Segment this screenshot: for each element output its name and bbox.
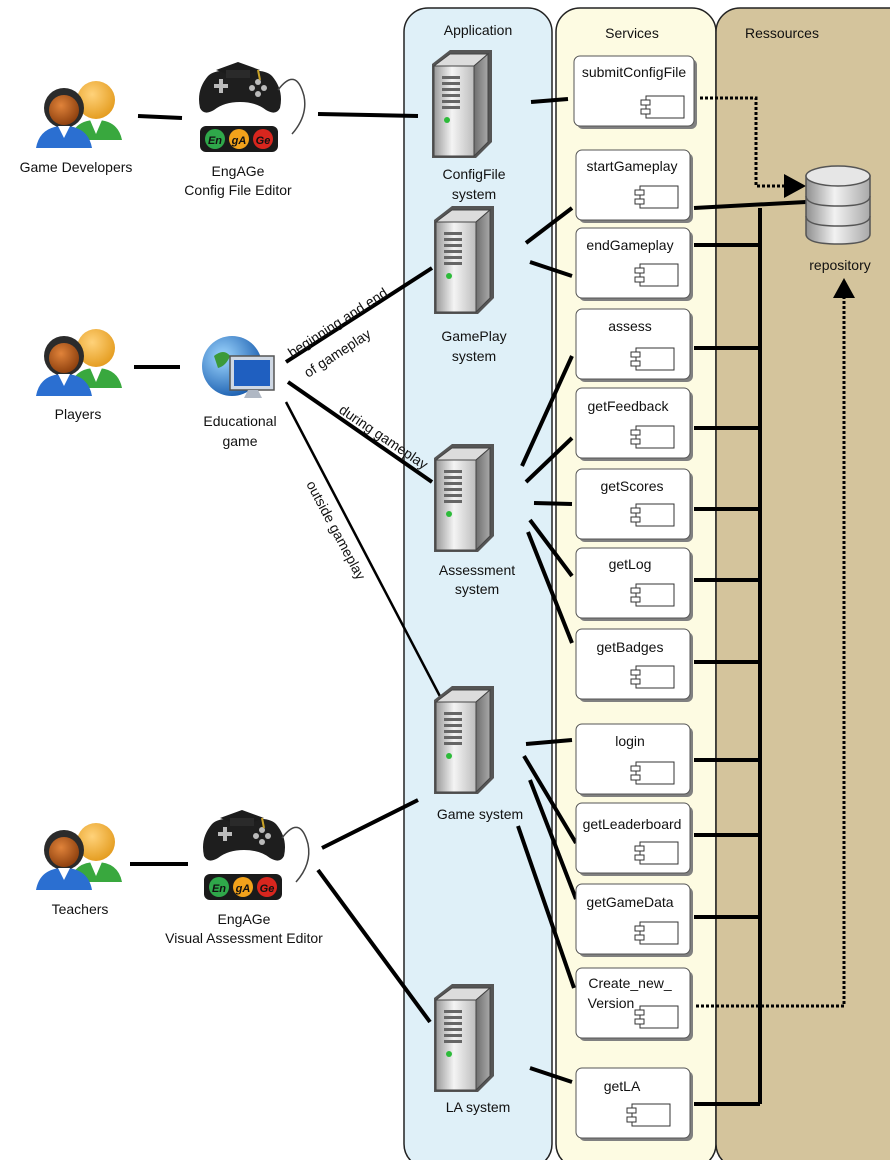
service-label-getFeedback: getFeedback: [588, 398, 670, 414]
system-label-gameplay-line1: GamePlay: [441, 328, 506, 344]
dotted-connections: [696, 96, 846, 1008]
service-assess: assess: [575, 308, 693, 382]
game-developers-icon: [36, 81, 122, 148]
connector-lines: [130, 97, 578, 1084]
service-label-submitConfigFile: submitConfigFile: [582, 64, 686, 80]
system-label-gameplay-line2: system: [452, 348, 496, 364]
service-getFeedback: getFeedback: [575, 387, 693, 461]
tool-label-visual-line2: Visual Assessment Editor: [165, 930, 323, 946]
service-getBadges: getBadges: [575, 628, 693, 702]
service-label-login: login: [615, 733, 645, 749]
system-label-configfile-line2: system: [452, 186, 496, 202]
repository-database-icon: [805, 165, 871, 245]
repository-label: repository: [809, 257, 870, 273]
service-startGameplay: startGameplay: [575, 149, 693, 223]
configfile-server-icon: [431, 49, 493, 159]
service-submitConfigFile: submitConfigFile: [573, 55, 697, 129]
arrowhead-repository-up: [833, 278, 855, 298]
edge-label-outside: outside gameplay: [303, 478, 369, 582]
tool-label-game-line1: Educational: [203, 413, 276, 429]
visual-editor-gamepad-icon: En gA Ge: [202, 809, 310, 900]
educational-game-globe-icon: [202, 336, 275, 398]
players-icon: [36, 329, 122, 396]
logo-letter-en-2: En: [212, 883, 226, 895]
service-label-endGameplay: endGameplay: [586, 237, 673, 253]
service-getLeaderboard: getLeaderboard: [575, 802, 693, 876]
la-server-icon: [433, 983, 495, 1093]
service-getScores: getScores: [575, 468, 693, 542]
service-label-getGameData: getGameData: [586, 894, 673, 910]
service-label-getBadges: getBadges: [597, 639, 664, 655]
actor-label-developers: Game Developers: [20, 159, 133, 175]
service-label-getScores: getScores: [600, 478, 663, 494]
service-label-createNewVersion-line1: Create_new_: [588, 975, 671, 991]
service-label-getLog: getLog: [609, 556, 652, 572]
service-getLA: getLA: [575, 1067, 693, 1141]
system-label-assessment-line2: system: [455, 581, 499, 597]
service-label-startGameplay: startGameplay: [586, 158, 677, 174]
service-getGameData: getGameData: [575, 883, 693, 957]
service-label-createNewVersion-line2: Version: [588, 995, 635, 1011]
lane-header-application: Application: [444, 22, 513, 38]
tool-label-visual-line1: EngAGe: [218, 911, 271, 927]
logo-letter-ge: Ge: [256, 135, 271, 147]
service-label-assess: assess: [608, 318, 652, 334]
config-editor-gamepad-icon: En gA Ge: [198, 61, 306, 152]
tool-label-config-line2: Config File Editor: [184, 182, 292, 198]
actor-label-players: Players: [55, 406, 102, 422]
logo-letter-ga: gA: [231, 135, 247, 147]
arrowhead-repository-in: [784, 174, 806, 198]
logo-letter-en: En: [208, 135, 222, 147]
game-server-icon: [433, 685, 495, 795]
service-login: login: [575, 723, 693, 797]
actor-label-teachers: Teachers: [52, 901, 109, 917]
tool-label-config-line1: EngAGe: [212, 163, 265, 179]
repository-bus-lines: [693, 200, 807, 1106]
logo-letter-ga-2: gA: [235, 883, 251, 895]
outside-gameplay-line: [284, 401, 446, 705]
assessment-server-icon: [433, 443, 495, 553]
gameplay-server-icon: [433, 205, 495, 315]
tool-label-game-line2: game: [222, 433, 257, 449]
service-getLog: getLog: [575, 547, 693, 621]
lane-header-resources: Ressources: [745, 25, 819, 41]
system-label-assessment-line1: Assessment: [439, 562, 515, 578]
service-endGameplay: endGameplay: [575, 227, 693, 301]
service-label-getLeaderboard: getLeaderboard: [583, 816, 682, 832]
service-label-getLA: getLA: [604, 1078, 641, 1094]
lane-header-services: Services: [605, 25, 659, 41]
system-label-game: Game system: [437, 806, 523, 822]
service-createNewVersion: Create_new_ Version: [575, 967, 693, 1041]
system-label-la: LA system: [446, 1099, 511, 1115]
logo-letter-ge-2: Ge: [260, 883, 275, 895]
system-label-configfile-line1: ConfigFile: [442, 166, 505, 182]
teachers-icon: [36, 823, 122, 890]
